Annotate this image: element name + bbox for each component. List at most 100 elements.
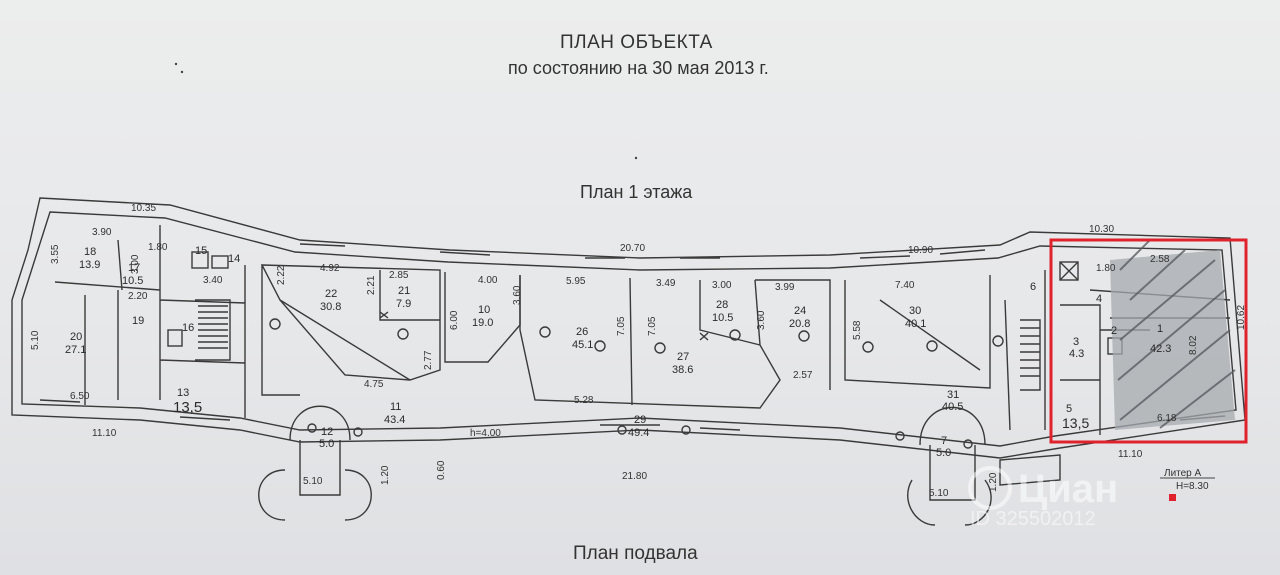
dimension: 3.60 — [756, 310, 767, 330]
room-number: 30 — [909, 305, 921, 317]
room-area: 42.3 — [1150, 343, 1171, 355]
dimension: 5.58 — [852, 320, 863, 340]
room-area: 19.0 — [472, 317, 493, 329]
room-area: 13,5 — [1062, 415, 1089, 431]
room-number: 17 — [128, 262, 140, 274]
dimension: 2.57 — [793, 370, 813, 381]
dimension: 1.20 — [988, 472, 999, 492]
room-number: 24 — [794, 305, 806, 317]
room-number: 2 — [1111, 325, 1117, 337]
dimension: 3.99 — [775, 282, 795, 293]
dimension: 20.70 — [620, 243, 645, 254]
room-number: 6 — [1030, 281, 1036, 293]
dimension: 6.00 — [449, 310, 460, 330]
dimension: 2.21 — [366, 275, 377, 295]
hatched-premises — [1110, 239, 1236, 430]
dimension: 10.30 — [1089, 224, 1114, 235]
dimension: 11.10 — [1118, 449, 1143, 460]
room-number: 20 — [70, 331, 82, 343]
room-number: 26 — [576, 326, 588, 338]
dimension: 4.92 — [320, 263, 340, 274]
litera-line1: Литер А — [1164, 468, 1202, 479]
watermark: Циан ID 325502012 — [968, 466, 1118, 530]
dimension: 6.50 — [70, 391, 90, 402]
room-number: 13 — [177, 387, 189, 399]
dimension: 1.20 — [380, 465, 391, 485]
dimension: 7.40 — [895, 280, 915, 291]
room-area: 10.5 — [712, 312, 733, 324]
dimension: 3.90 — [92, 227, 112, 238]
room-number: 27 — [677, 351, 689, 363]
dimension: 2.58 — [1150, 254, 1170, 265]
room-number: 16 — [182, 322, 194, 334]
dimension: 1.80 — [148, 242, 168, 253]
room-number: 28 — [716, 299, 728, 311]
scan-specks — [174, 62, 638, 160]
dimension: 3.55 — [50, 244, 61, 264]
room-area: 7.9 — [396, 298, 411, 310]
room-area: 5.0 — [319, 438, 334, 450]
room-area: 27.1 — [65, 344, 86, 356]
dimension: 5.95 — [566, 276, 586, 287]
room-number: 5 — [1066, 403, 1072, 415]
room-number: 22 — [325, 288, 337, 300]
room-number: 21 — [398, 285, 410, 297]
litera-note: Литер А H=8.30 — [1160, 468, 1215, 492]
dimension: 8.02 — [1188, 335, 1199, 355]
litera-line2: H=8.30 — [1176, 481, 1209, 492]
room-area: 43.4 — [384, 414, 405, 426]
plan-title: ПЛАН ОБЪЕКТА — [560, 32, 713, 53]
dimension: 11.10 — [92, 428, 117, 439]
room-area: 40.1 — [905, 318, 926, 330]
dimension: 7.05 — [647, 316, 658, 336]
watermark-brand: Циан — [1018, 467, 1118, 511]
walls — [11, 197, 1246, 526]
dimension: 5.10 — [929, 488, 949, 499]
room-area: 49.4 — [628, 427, 649, 439]
watermark-id: ID 325502012 — [970, 508, 1096, 530]
dimension: 2.22 — [276, 265, 287, 285]
room-number: 3 — [1073, 336, 1079, 348]
highlight-frame — [1049, 238, 1248, 444]
dimension: 10.62 — [1236, 305, 1247, 330]
dimension: 1.80 — [1096, 263, 1116, 274]
room-area: 13,5 — [173, 399, 202, 416]
dimension: 3.49 — [656, 278, 676, 289]
dimension: 2.85 — [389, 270, 409, 281]
room-area: 5.0 — [936, 447, 951, 459]
dimension: 10.35 — [131, 203, 156, 214]
dimension: 10.90 — [908, 245, 933, 256]
dimension: 4.00 — [478, 275, 498, 286]
room-number: 14 — [228, 253, 240, 265]
room-number: 18 — [84, 246, 96, 258]
floor-1-label: План 1 этажа — [580, 182, 693, 202]
dimension: 6.18 — [1157, 413, 1177, 424]
room-number: 19 — [132, 315, 144, 327]
room-area: 38.6 — [672, 364, 693, 376]
room-number: 12 — [321, 426, 333, 438]
dimension: 5.10 — [303, 476, 323, 487]
room-number: 4 — [1096, 293, 1102, 305]
dimension: 21.80 — [622, 471, 647, 482]
dimension-labels: 10.35 3.90 1.80 3.55 3.00 3.40 5.10 2.20… — [30, 203, 1247, 499]
dimension: 7.05 — [616, 316, 627, 336]
dimension: 2.77 — [423, 350, 434, 370]
room-number: 11 — [390, 401, 401, 413]
room-area: 4.3 — [1069, 348, 1084, 360]
dimension: 3.00 — [712, 280, 732, 291]
room-area: 10.5 — [122, 275, 143, 287]
room-number: 15 — [195, 245, 207, 257]
red-marker — [1169, 494, 1176, 501]
room-number: 1 — [1157, 323, 1163, 335]
dimension: 3.00 — [130, 254, 141, 274]
room-number: 31 — [947, 389, 959, 401]
room-area: 40.5 — [942, 401, 963, 413]
dimension: 0.60 — [436, 460, 447, 480]
dimension: 3.60 — [512, 285, 523, 305]
basement-label: План подвала — [573, 543, 698, 564]
room-area: 13.9 — [79, 259, 100, 271]
dimension: 2.20 — [128, 291, 148, 302]
room-number: 7 — [941, 435, 947, 447]
room-area: 30.8 — [320, 301, 341, 313]
